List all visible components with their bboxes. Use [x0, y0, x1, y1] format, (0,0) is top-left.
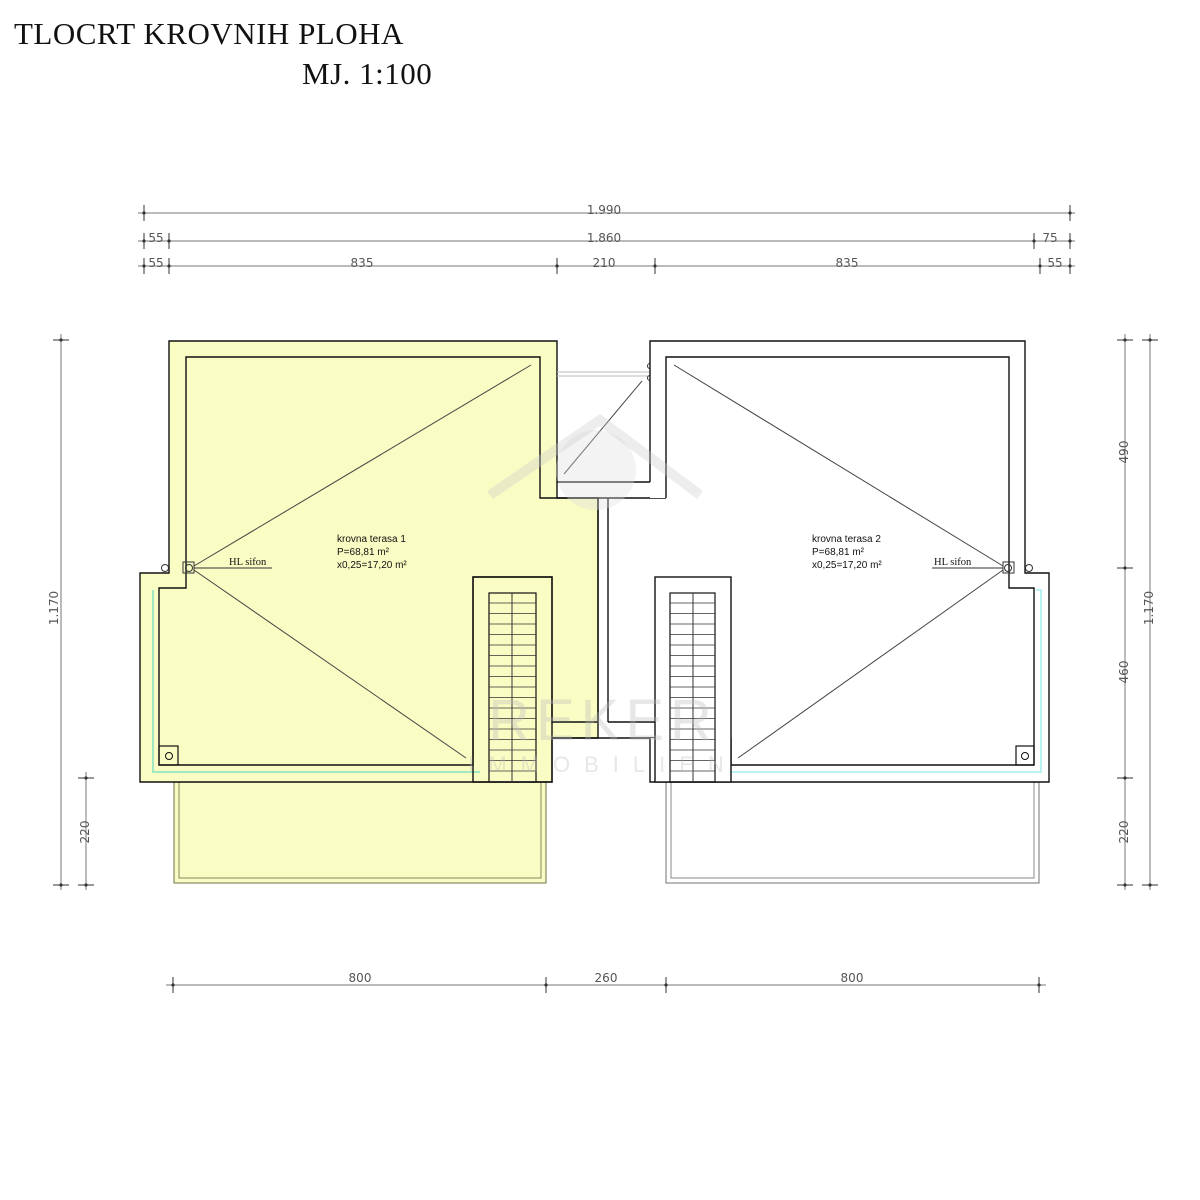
- dim-label: 220: [78, 821, 92, 844]
- drawing-scale: MJ. 1:100: [302, 56, 433, 91]
- dimension-right: [1124, 334, 1151, 890]
- dim-label: 1.170: [1142, 591, 1156, 625]
- dim-label: 835: [836, 256, 859, 270]
- dimension-top: [138, 212, 1075, 267]
- terrace-1-drain-label: HL sifon: [229, 557, 267, 568]
- terrace-2-area: P=68,81 m²: [812, 547, 865, 558]
- staircase-2: [669, 592, 716, 783]
- roof-terrace-2: [649, 340, 1050, 783]
- dim-label: 75: [1042, 231, 1057, 245]
- terrace-1-name: krovna terasa 1: [337, 534, 406, 545]
- dim-label: 490: [1117, 441, 1131, 464]
- watermark-text: REKER: [488, 688, 718, 753]
- staircase-1: [472, 576, 553, 783]
- balcony-1: [173, 781, 547, 884]
- dim-label: 210: [593, 256, 616, 270]
- terrace-2-name: krovna terasa 2: [812, 534, 881, 545]
- dim-label: 1.860: [587, 231, 621, 245]
- dimension-left: [60, 334, 87, 890]
- dim-label: 460: [1117, 661, 1131, 684]
- watermark-logo: REKER IMMOBILIEN: [468, 413, 738, 777]
- roof-terrace-1: [139, 340, 599, 783]
- terrace-1-area: P=68,81 m²: [337, 547, 390, 558]
- dim-label: 55: [148, 256, 163, 270]
- dim-label: 1.170: [47, 591, 61, 625]
- terrace-2-drain-label: HL sifon: [934, 557, 972, 568]
- dim-label: 55: [148, 231, 163, 245]
- dim-label: 800: [349, 971, 372, 985]
- dim-label: 55: [1047, 256, 1062, 270]
- terrace-2-weighted-area: x0,25=17,20 m²: [812, 560, 882, 571]
- drawing-title: TLOCRT KROVNIH PLOHA: [14, 16, 404, 51]
- watermark-subtext: IMMOBILIEN: [468, 752, 738, 777]
- dim-label: 220: [1117, 821, 1131, 844]
- dim-label: 260: [595, 971, 618, 985]
- terrace-1-weighted-area: x0,25=17,20 m²: [337, 560, 407, 571]
- dim-label: 835: [351, 256, 374, 270]
- dim-label: 800: [841, 971, 864, 985]
- balcony-2: [665, 781, 1040, 884]
- dim-total: 1.990: [587, 203, 621, 217]
